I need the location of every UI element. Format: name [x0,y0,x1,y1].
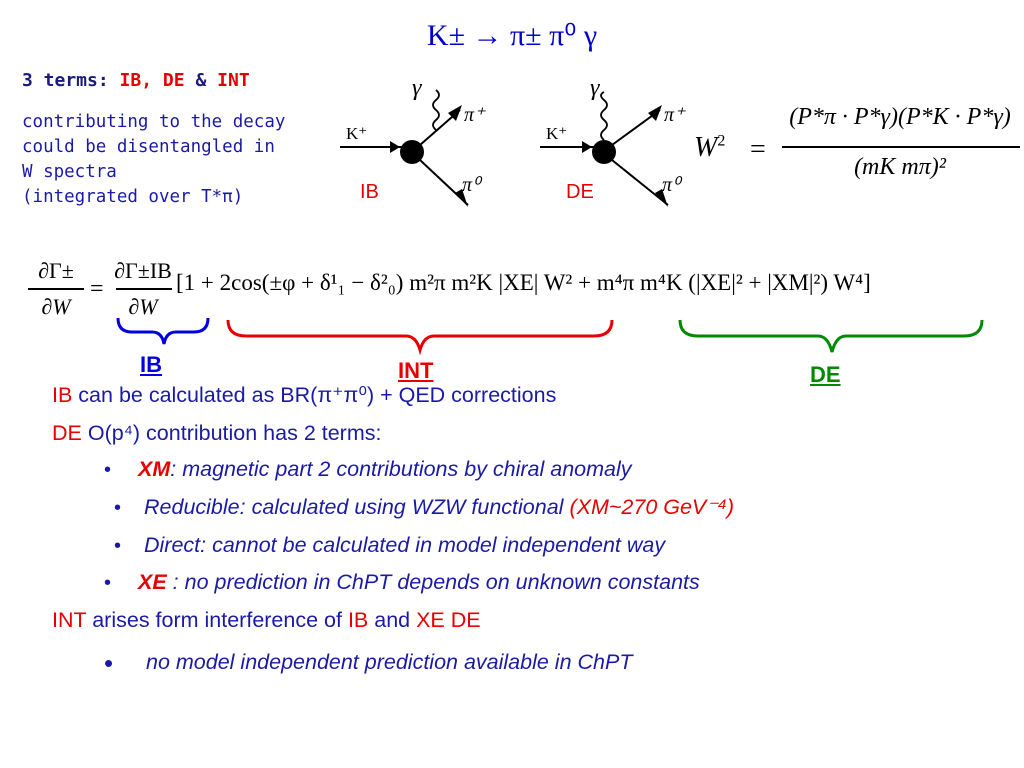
pizero-line [611,159,669,206]
w2-lhs: W2 [694,132,725,164]
w2-denominator: (mK mπ)² [854,154,946,180]
slide-title: K± → π± π⁰ γ [426,19,598,52]
w2-exp: 2 [717,132,726,150]
contrib-text: contributing to the decay could be disen… [22,110,285,210]
piplus-arrow-icon [648,105,662,121]
line-xe: XE : no prediction in ChPT depends on un… [138,570,700,595]
int-brace [226,319,614,356]
rate-rhs-bar [116,288,172,290]
line-xe-bold: XE [138,570,167,594]
bullet-3: • [114,535,122,557]
bullet-1: • [104,459,112,481]
pizero-label: π⁰ [462,174,483,196]
gamma-label: γ [590,75,600,101]
vertex-blob [592,140,616,164]
rate-lhs-den: ∂W [41,294,71,319]
piplus-label: π⁺ [464,104,486,126]
terms-heading: 3 terms: IB, DE & INT [22,70,250,91]
rate-bracket: [1 + 2cos(±φ + δ¹₁ − δ²₀) m²π m²K |XE| W… [176,270,871,295]
line-de-terms: DE O(p⁴) contribution has 2 terms: [52,421,381,446]
line-int-pre: INT [52,608,87,632]
line-reducible: Reducible: calculated using WZW function… [144,495,734,520]
rate-rhs-den: ∂W [128,294,158,319]
line-reducible-text: Reducible: calculated using WZW function… [144,495,570,519]
brace-label-int: INT [398,358,434,383]
bullet-4: • [104,572,112,594]
bullet-5: • [104,648,114,678]
photon-wave [432,89,440,131]
line-int: INT arises form interference of IB and X… [52,608,481,633]
line-reducible-red: (XM~270 GeV⁻⁴) [569,495,735,519]
line-ib-calc-text: can be calculated as BR(π⁺π⁰) + QED corr… [72,383,557,407]
line-ib-calc: IB can be calculated as BR(π⁺π⁰) + QED c… [52,383,556,408]
w2-numerator: (P*π · P*γ)(P*K · P*γ) [789,104,1011,130]
ib-diagram-caption: IB [360,181,379,203]
kplus-label: K⁺ [346,124,367,143]
bullet-2: • [114,497,122,519]
w2-equals: = [750,134,766,165]
line-int-mid: arises form interference of [86,608,348,632]
gamma-label: γ [412,75,422,101]
terms-int: INT [217,70,250,91]
term-braces [116,317,984,356]
line-int-and: and [368,608,417,632]
piplus-label: π⁺ [664,104,686,126]
contrib-line-4: (integrated over T*π) [22,187,244,207]
terms-de: DE [162,70,185,91]
ib-brace [116,317,210,345]
piplus-arrow-icon [448,105,462,121]
line-xe-text: : no prediction in ChPT depends on unkno… [166,570,700,594]
w2-w: W [694,132,718,163]
line-xm-text: : magnetic part 2 contributions by chira… [170,457,632,481]
de-diagram-caption: DE [566,181,594,203]
photon-wave [600,91,608,141]
kaon-arrow-icon [390,141,400,153]
de-brace [678,319,984,353]
vertex-blob [400,140,424,164]
rate-equals: = [90,276,104,302]
rate-lhs-num: ∂Γ± [38,258,74,283]
line-xm: XM: magnetic part 2 contributions by chi… [138,457,632,482]
line-no-model: no model independent prediction availabl… [146,650,633,674]
kaon-arrow-icon [582,141,592,153]
line-xm-bold: XM [138,457,171,481]
brace-label-ib: IB [140,352,162,377]
contrib-line-2: could be disentangled in [22,137,275,157]
kplus-label: K⁺ [546,124,567,143]
w2-fraction-bar [782,146,1020,148]
contrib-line-1: contributing to the decay [22,112,286,132]
brace-label-de: DE [810,362,841,387]
contrib-line-3: W spectra [22,162,117,182]
pizero-arrow-icon [655,189,668,207]
rate-lhs-bar [28,288,84,290]
line-de-terms-lead: DE [52,421,82,445]
line-direct: Direct: cannot be calculated in model in… [144,533,666,557]
pizero-label: π⁰ [662,174,683,196]
terms-prefix: 3 terms: [22,70,109,91]
line-de-terms-text: O(p⁴) contribution has 2 terms: [81,421,382,445]
ib-feynman-diagram: K⁺ γ π⁺ π⁰ [340,75,486,207]
terms-comma: , [141,70,153,91]
line-int-ib: IB [347,608,369,632]
rate-rhs-num: ∂Γ±IB [114,258,172,283]
de-feynman-diagram: K⁺ γ π⁺ π⁰ [540,75,686,207]
terms-amp: & [195,70,207,91]
line-int-xe: XE DE [416,608,481,632]
line-ib-calc-lead: IB [52,383,73,407]
pizero-arrow-icon [455,189,468,207]
terms-ib: IB [119,70,142,91]
